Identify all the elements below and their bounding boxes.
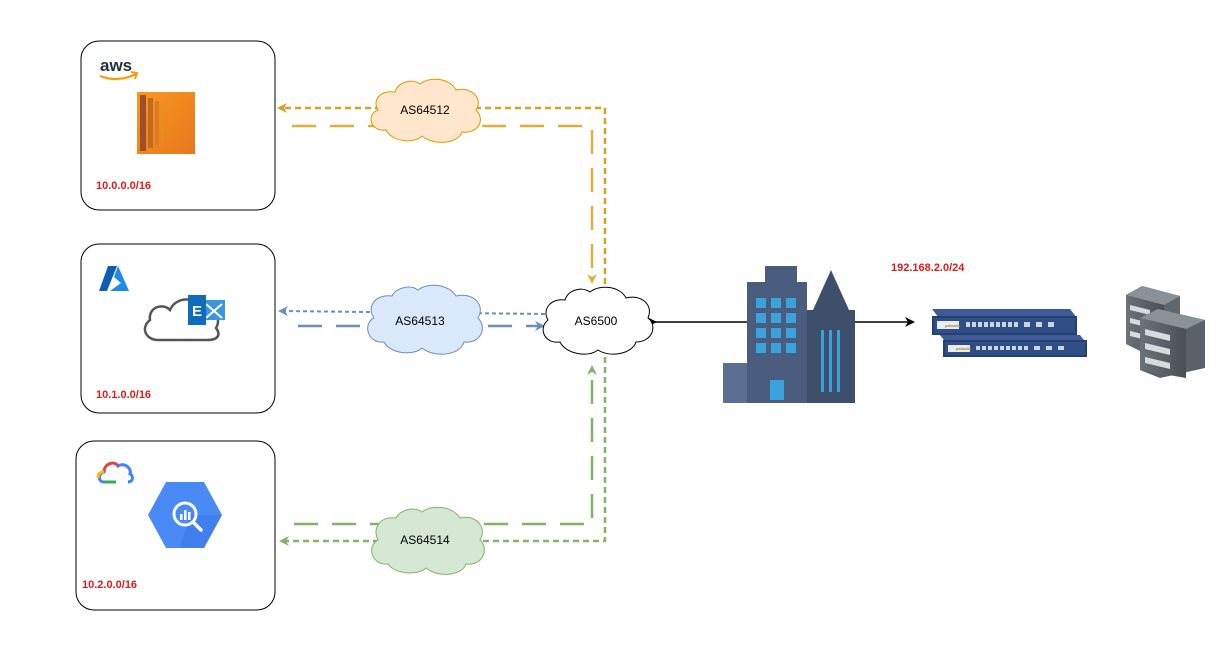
gcp-asn-label: AS64514 [400, 533, 450, 547]
firewall-cidr-label: 192.168.2.0/24 [891, 262, 965, 274]
hub-asn-label: AS6500 [575, 314, 618, 328]
gcp-asn-cloud: AS64514 [371, 506, 485, 575]
bigquery-icon [148, 482, 222, 548]
aws-asn-cloud: AS64512 [370, 78, 481, 143]
palo-alto-firewall-icon: paloalto paloalto [932, 309, 1087, 357]
ec2-instance-icon [137, 92, 195, 154]
azure-logo-icon [99, 266, 129, 291]
svg-text:E: E [192, 303, 202, 320]
aws-logo-text: aws [100, 56, 132, 75]
firewall-brand-text-lower: paloalto [956, 346, 972, 351]
office-building-icon [723, 266, 855, 403]
firewall-brand-text-upper: paloalto [945, 323, 961, 328]
azure-asn-label: AS64513 [395, 314, 445, 328]
azure-cidr-label: 10.1.0.0/16 [96, 389, 151, 401]
aws-cidr-label: 10.0.0.0/16 [96, 180, 151, 192]
hub-cloud-icon: AS6500 [542, 286, 654, 355]
azure-asn-cloud: AS64513 [367, 284, 483, 355]
gcp-cidr-label: 10.2.0.0/16 [82, 579, 137, 591]
aws-asn-label: AS64512 [400, 103, 450, 117]
exchange-online-icon: E [143, 295, 225, 342]
server-stack-icon [1126, 286, 1205, 378]
google-cloud-logo-icon [96, 461, 134, 484]
aws-logo-icon: aws [99, 56, 139, 81]
